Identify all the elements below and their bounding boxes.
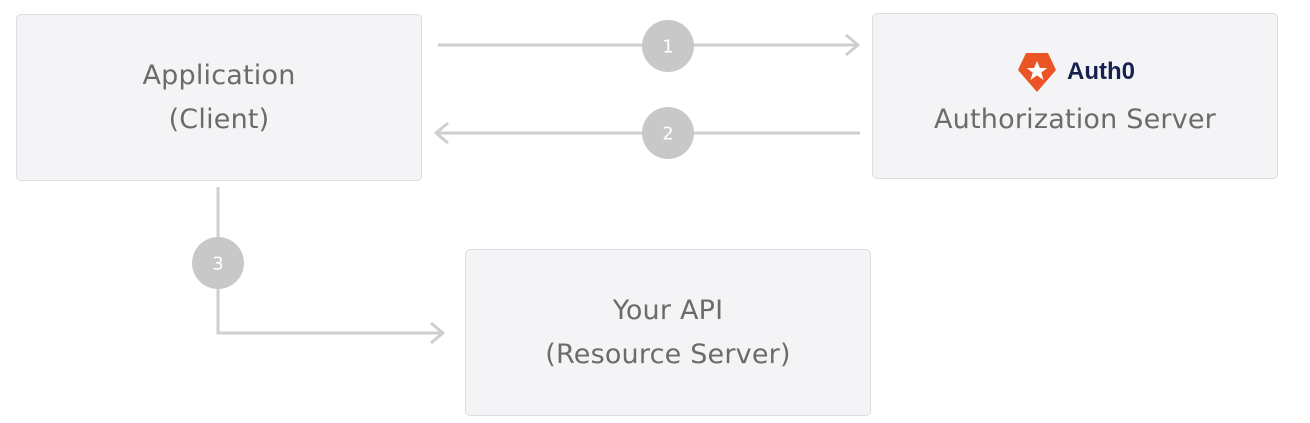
auth0-brand: Auth0 (1015, 50, 1135, 94)
step-number-3: 3 (212, 254, 223, 275)
api-title: Your API (612, 294, 724, 326)
auth0-shield-icon (1018, 53, 1056, 92)
authorization-server-node: Auth0 Authorization Server (872, 13, 1278, 179)
step-badge-3: 3 (192, 237, 244, 289)
step-badge-2: 2 (642, 107, 694, 159)
resource-server-node: Your API (Resource Server) (465, 249, 871, 416)
authorization-server-title: Authorization Server (934, 104, 1216, 135)
auth0-wordmark: Auth0 (1067, 58, 1135, 85)
step-number-2: 2 (662, 124, 673, 145)
api-subtitle: (Resource Server) (545, 338, 791, 370)
client-subtitle: (Client) (168, 103, 270, 135)
step-badge-1: 1 (642, 20, 694, 72)
arrow-step-3 (216, 187, 445, 345)
client-title: Application (142, 59, 296, 91)
client-node: Application (Client) (16, 14, 422, 181)
step-number-1: 1 (662, 37, 673, 58)
